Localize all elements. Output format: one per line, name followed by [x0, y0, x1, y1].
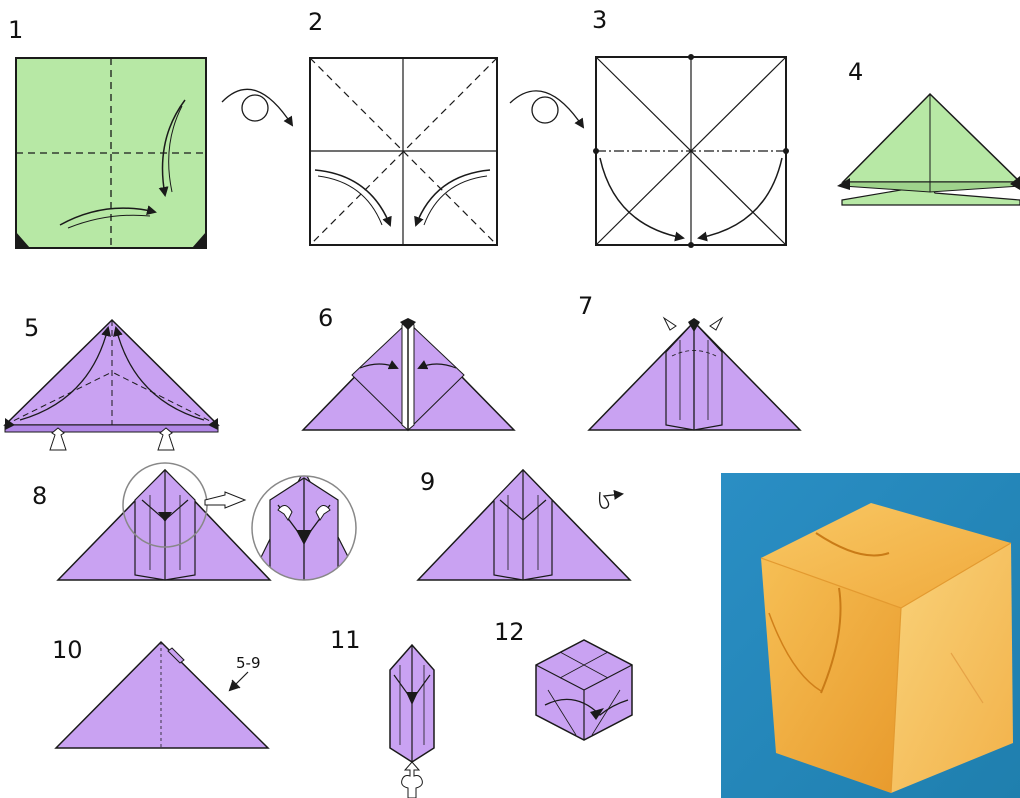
turn-over-icon: [598, 489, 624, 509]
push-arrow-icon: [709, 316, 724, 331]
fold-arrow-horizontal: [59, 205, 157, 226]
finished-cube-photo: [721, 473, 1020, 798]
step-4: 4: [837, 58, 1020, 206]
step-8-number: 8: [32, 482, 47, 510]
fold-arrow-left: [599, 157, 685, 242]
step-12: 12: [494, 618, 633, 741]
valley-diagonal-2: [309, 57, 498, 246]
purple-triangle: [54, 640, 270, 749]
fold-arrow-left: [314, 169, 392, 227]
step-5-number: 5: [24, 314, 39, 342]
magnified-detail: [251, 475, 357, 581]
inflate-arrow-icon: [401, 761, 423, 798]
step-7-number: 7: [578, 292, 593, 320]
step-11: 11: [330, 626, 435, 798]
green-triangle: [841, 92, 1020, 183]
corner-marker-left: [16, 232, 30, 248]
step-4-number: 4: [848, 58, 863, 86]
step-6-number: 6: [318, 304, 333, 332]
push-arrow-icon: [157, 427, 175, 451]
step-2: 2: [308, 8, 585, 246]
step-9-number: 9: [420, 468, 435, 496]
step-10-number: 10: [52, 636, 83, 664]
zoom-arrow-icon: [204, 491, 247, 509]
step-1: 1: [8, 16, 294, 249]
step-2-number: 2: [308, 8, 323, 36]
fold-arrow-vertical: [158, 99, 186, 197]
step-3: 3: [592, 6, 789, 248]
step-11-number: 11: [330, 626, 361, 654]
step-9: 9: [416, 468, 632, 581]
turn-over-icon: [509, 90, 585, 129]
step-7: 7: [578, 292, 802, 431]
corner-marker-right: [192, 232, 206, 248]
push-arrow-icon: [49, 427, 67, 451]
turn-over-icon: [221, 88, 294, 127]
push-arrow-icon: [662, 316, 677, 331]
step-8: 8: [32, 462, 357, 581]
repeat-steps-note: 5-9: [236, 654, 261, 672]
crease-diagonal-2: [595, 56, 787, 246]
fold-arrow-right: [414, 169, 491, 227]
step-6: 6: [301, 304, 516, 432]
fold-arrow-right: [697, 157, 783, 242]
step-1-number: 1: [8, 16, 23, 44]
step-12-number: 12: [494, 618, 525, 646]
step-5: 5: [3, 314, 220, 451]
step-3-number: 3: [592, 6, 607, 34]
step-10: 10 5-9: [52, 636, 270, 749]
